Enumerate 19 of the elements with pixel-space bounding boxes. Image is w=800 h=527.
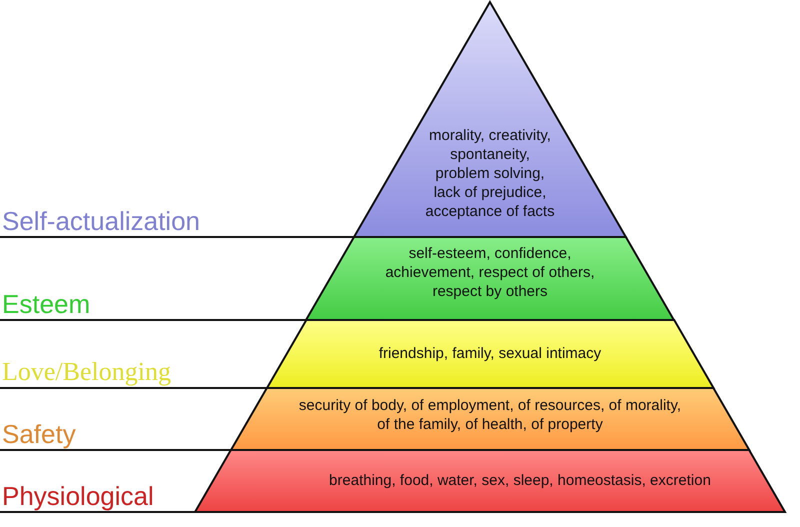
need-description: self-esteem, confidence, achievement, respect of others, respect by others (384, 244, 596, 301)
level-name: Love/Belonging (2, 357, 171, 387)
need-description: breathing, food, water, sex, sleep, homeostasis, excretion (328, 471, 712, 490)
pyramid-tier (266, 320, 714, 388)
connector-line (0, 511, 195, 513)
pyramid-tier (195, 450, 785, 512)
level-name: Esteem (2, 289, 90, 319)
connector-line (0, 236, 354, 238)
connector-line (0, 387, 267, 389)
level-name: Self-actualization (2, 206, 200, 236)
pyramid-tier (306, 237, 674, 320)
need-description: morality, creativity, spontaneity, problem solving, lack of prejudice, acceptance of facts (424, 126, 556, 221)
need-description: security of body, of employment, of resources, of morality, of the family, of health, of property (298, 396, 682, 434)
connector-line (0, 319, 306, 321)
connector-line (0, 449, 231, 451)
level-name: Physiological (2, 481, 154, 511)
need-description: friendship, family, sexual intimacy (378, 344, 602, 363)
level-name: Safety (2, 419, 76, 449)
pyramid-tier (230, 388, 750, 450)
